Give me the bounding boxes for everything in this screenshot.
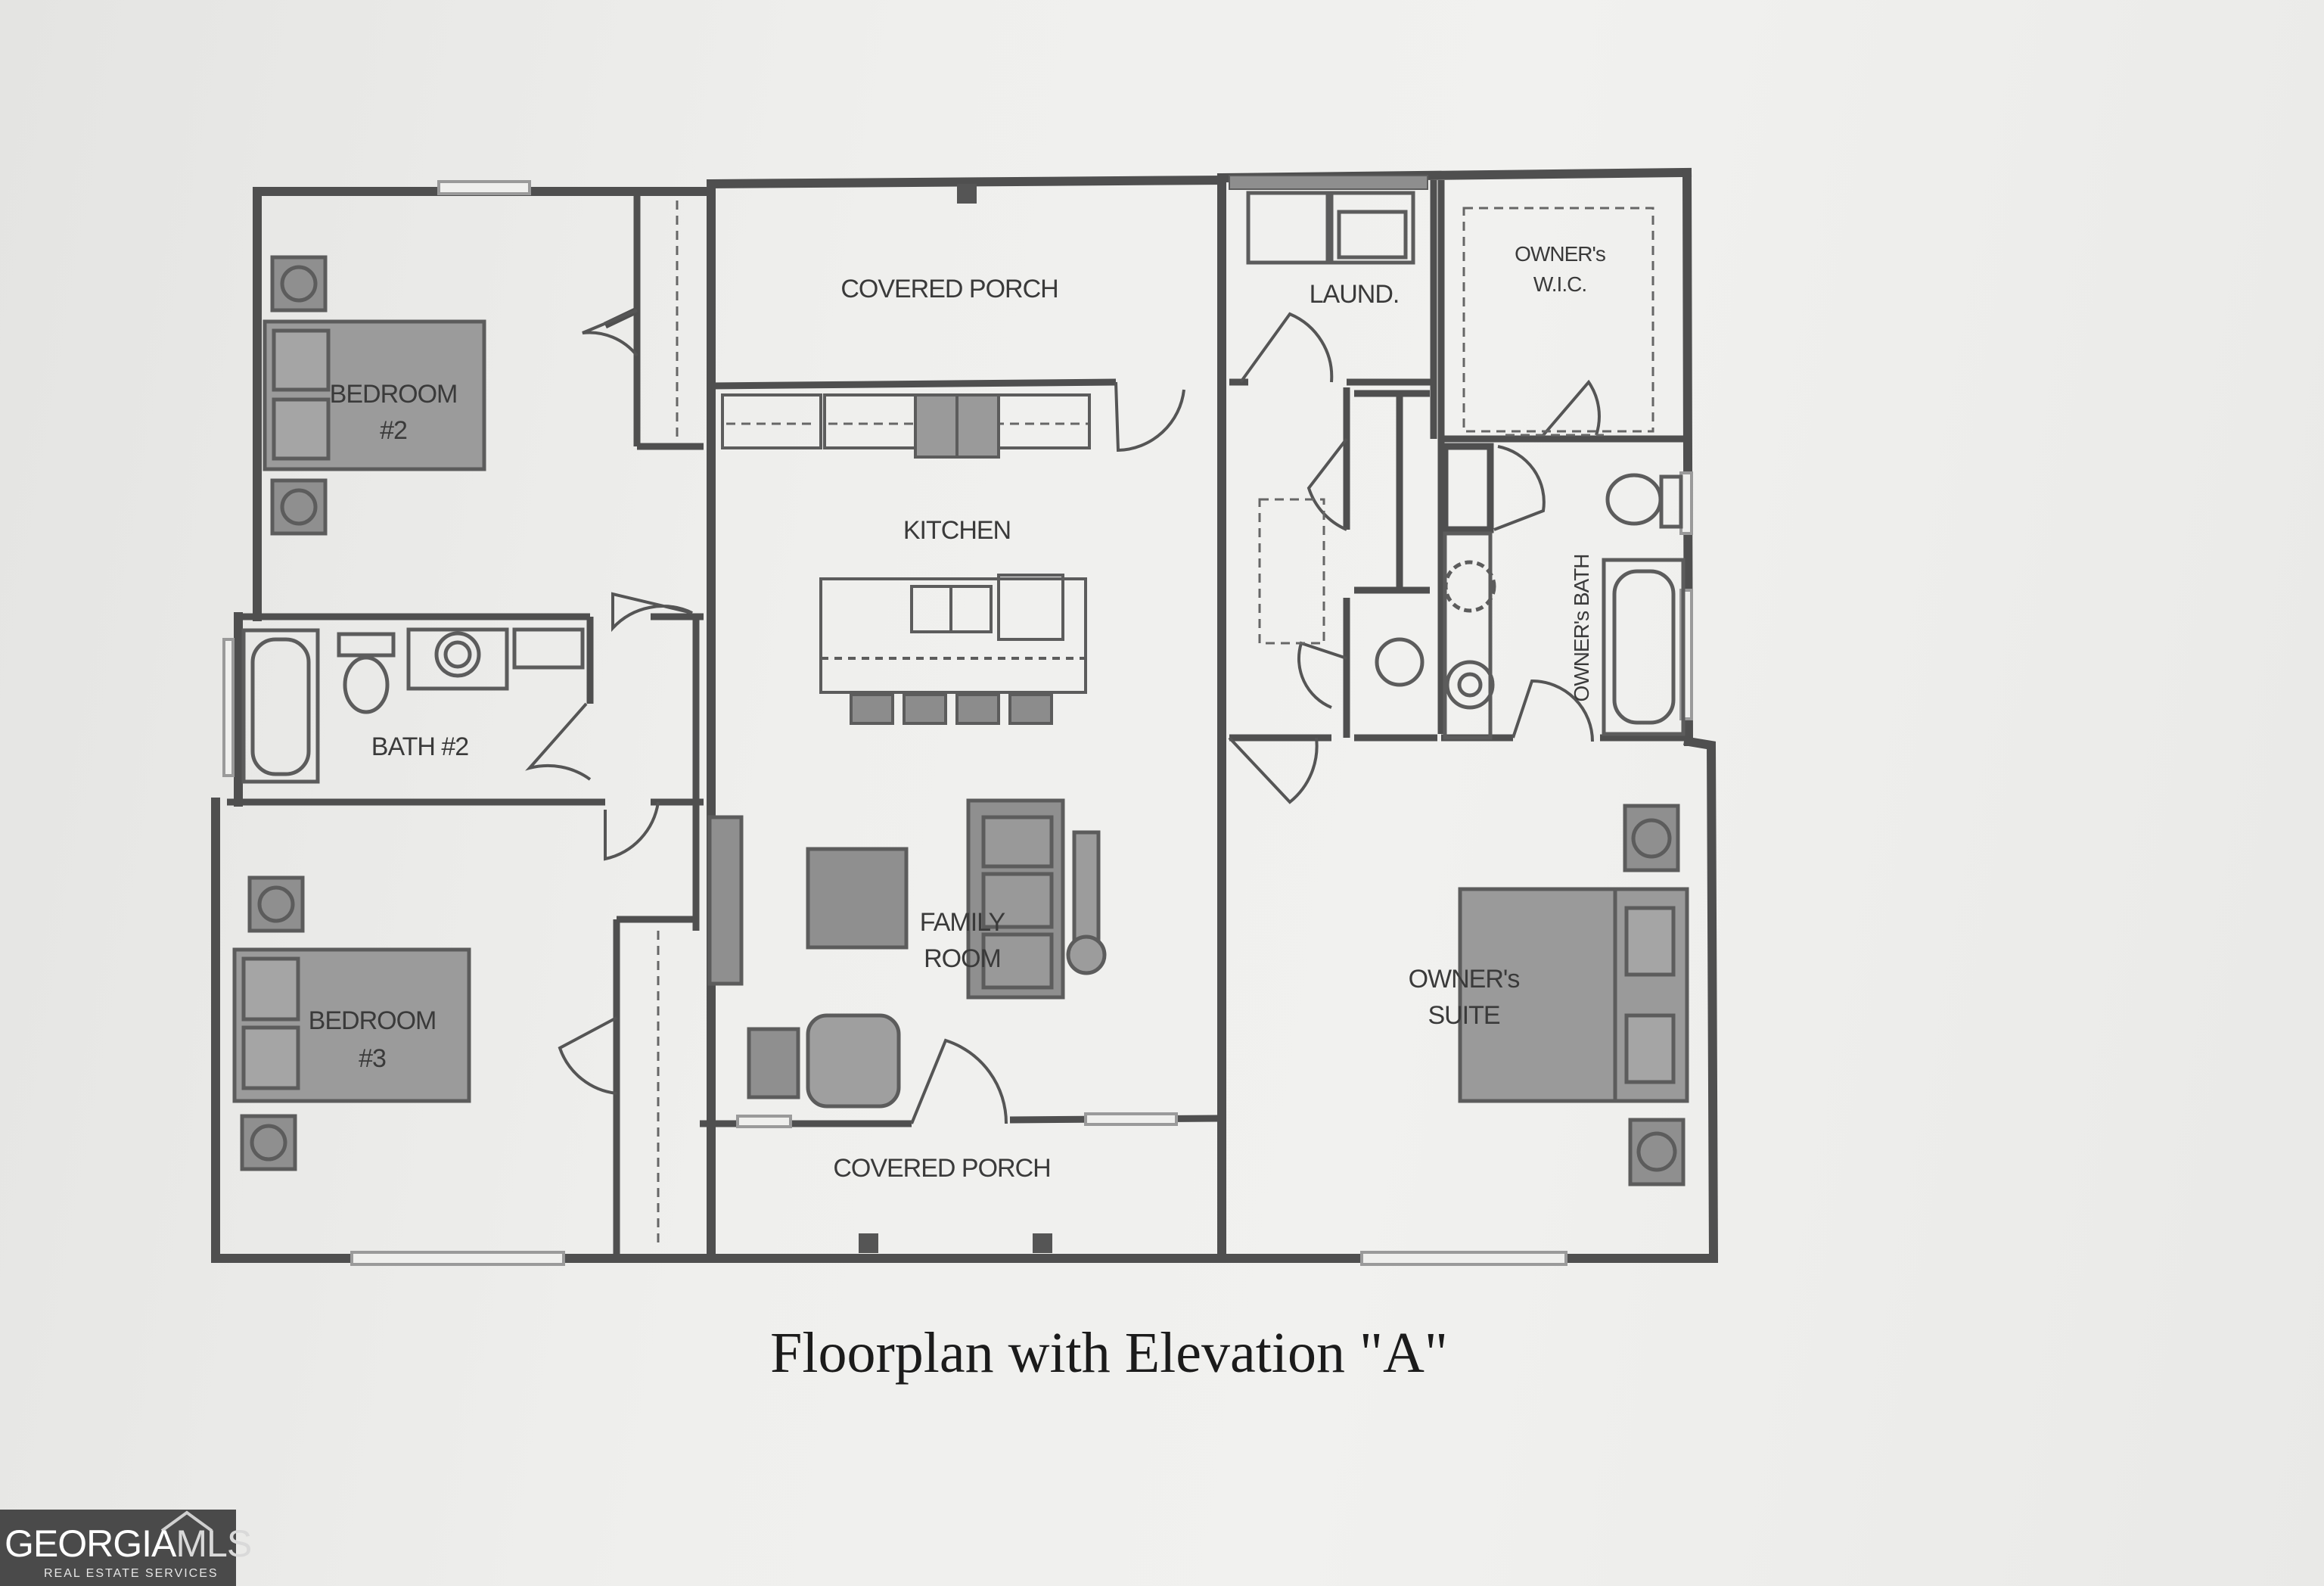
house-roof-icon — [160, 1510, 213, 1532]
family-room-label-line1: FAMILY — [920, 908, 1005, 937]
bedroom3-label-line1: BEDROOM — [309, 1006, 437, 1035]
owners-wic-label-line2: W.I.C. — [1533, 272, 1586, 296]
logo-name-main: GEORGIA — [5, 1522, 176, 1565]
family-room-label-line2: ROOM — [924, 944, 1001, 973]
bedroom2-label-line1: BEDROOM — [330, 380, 458, 409]
bedroom2-label-line2: #2 — [380, 416, 407, 445]
closet-shelving — [657, 201, 1654, 1249]
logo-wordmark: GEORGIAMLS — [5, 1522, 252, 1565]
covered-porch-bottom-label: COVERED PORCH — [833, 1154, 1050, 1183]
kitchen-label: KITCHEN — [903, 516, 1011, 545]
bedroom2-furniture — [263, 255, 486, 536]
laundry-appliances — [1229, 175, 1428, 265]
owners-bath-label: OWNER's BATH — [1570, 554, 1593, 701]
owners-suite-furniture — [1458, 804, 1689, 1186]
laundry-label: LAUND. — [1310, 280, 1400, 309]
bath2-label: BATH #2 — [371, 732, 469, 761]
familyroom-furniture — [707, 798, 1107, 1109]
bath2-fixtures — [241, 627, 585, 784]
interior-walls — [227, 180, 1687, 1258]
windows — [222, 180, 1693, 1266]
doors — [525, 309, 1601, 1124]
georgiamls-logo: GEORGIAMLS REAL ESTATE SERVICES — [0, 1510, 252, 1586]
bedroom3-label-line2: #3 — [359, 1044, 386, 1073]
owners-wic-label-line1: OWNER's — [1515, 242, 1605, 266]
covered-porch-top-label: COVERED PORCH — [840, 275, 1058, 303]
kitchen-furniture — [721, 393, 1091, 725]
bedroom3-furniture — [232, 875, 471, 1171]
owners-suite-label-line1: OWNER's — [1409, 965, 1520, 994]
logo-tagline: REAL ESTATE SERVICES — [44, 1567, 219, 1580]
owners-bath-fixtures — [1375, 473, 1686, 740]
floorplan-caption: Floorplan with Elevation "A" — [770, 1321, 1448, 1385]
owners-suite-label-line2: SUITE — [1428, 1001, 1499, 1030]
logo-name-accent: MLS — [176, 1522, 252, 1565]
porch-posts — [859, 184, 1052, 1253]
